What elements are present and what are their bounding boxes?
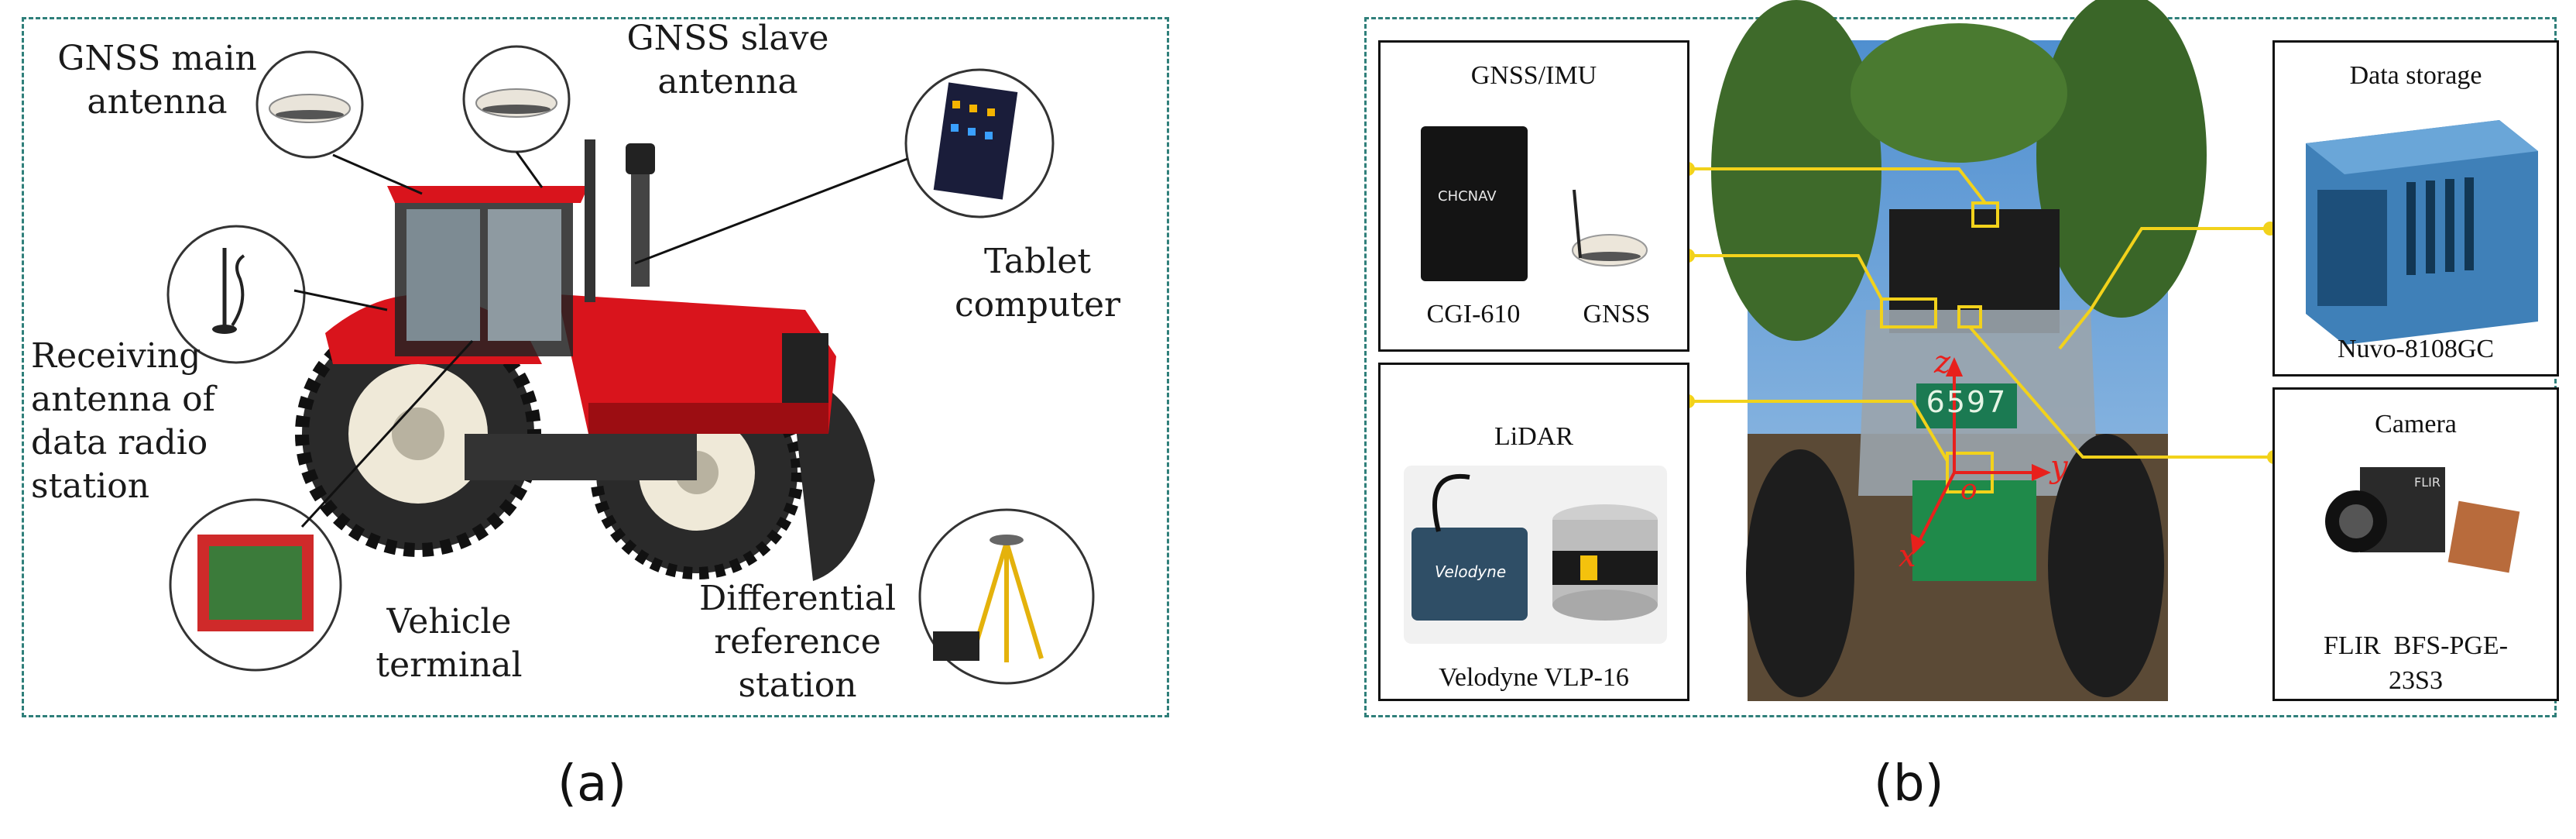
callout-gnss-slave	[462, 45, 571, 188]
label-line: data radio	[31, 423, 208, 462]
label-gnss-main-antenna: GNSS main antenna	[45, 37, 269, 124]
label-line: Tablet	[983, 242, 1092, 281]
label-line: antenna of	[31, 380, 215, 419]
flir-camera-icon	[2325, 467, 2520, 573]
box-data-storage: Data storage Nuvo-8108GC	[2272, 40, 2559, 377]
box-gnss-imu: GNSS/IMU CHCNAV CGI-610 GNSS	[1378, 40, 1689, 352]
axis-label-z: z	[1934, 345, 1951, 380]
label-line: terminal	[376, 645, 523, 685]
box-title: Camera	[2375, 410, 2457, 438]
callout-gnss-main	[256, 50, 423, 195]
lidar-device-icon	[1404, 466, 1667, 644]
callout-receiving-antenna	[166, 225, 388, 364]
label-flir-line2: 23S3	[2389, 666, 2443, 695]
panel-a-frame	[22, 17, 1169, 717]
callout-vehicle-terminal	[169, 339, 474, 672]
box-title: GNSS/IMU	[1470, 61, 1597, 90]
plate-number: 6597	[1926, 385, 2008, 419]
label-line: Receiving	[31, 336, 201, 376]
axis-label-origin: o	[1960, 474, 1977, 506]
tractor-illustration	[295, 139, 875, 581]
box-camera: Camera FLIR FLIR BFS-PGE- 23S3	[2272, 387, 2559, 701]
label-line: Differential	[698, 579, 897, 618]
label-line: reference	[714, 622, 881, 662]
label-velodyne-vlp16: Velodyne VLP-16	[1439, 663, 1629, 692]
callout-diff-reference	[918, 508, 1095, 685]
label-line: GNSS main	[57, 39, 257, 78]
axis-label-y: y	[2050, 449, 2068, 485]
box-title: Data storage	[2349, 61, 2482, 90]
label-flir-line1: FLIR BFS-PGE-	[2323, 631, 2509, 660]
label-tablet-computer: Tablet computer	[945, 240, 1130, 327]
device-brand: CHCNAV	[1438, 188, 1497, 205]
box-title: LiDAR	[1494, 422, 1573, 451]
gnss-antenna-icon	[1572, 189, 1648, 266]
label-line: Vehicle	[386, 602, 512, 641]
label-gnss-slave-antenna: GNSS slave antenna	[612, 17, 844, 104]
label-line: GNSS slave	[626, 19, 829, 58]
label-nuvo-8108gc: Nuvo-8108GC	[2337, 335, 2495, 363]
caption-a: (a)	[557, 755, 627, 813]
box-lidar: LiDAR Velodyne Velodyne VLP-16	[1378, 363, 1689, 701]
caption-b: (b)	[1874, 755, 1944, 813]
label-receiving-antenna: Receiving antenna of data radio station	[31, 335, 232, 508]
lidar-brand-box: Velodyne	[1435, 562, 1507, 581]
label-line: station	[31, 466, 150, 506]
axis-label-x: x	[1899, 538, 1916, 574]
label-gnss: GNSS	[1583, 300, 1651, 328]
label-cgi610: CGI-610	[1426, 300, 1521, 328]
marker-cgi610	[1880, 297, 1937, 328]
label-line: antenna	[657, 62, 798, 101]
label-vehicle-terminal: Vehicle terminal	[364, 600, 534, 687]
label-differential-reference-station: Differential reference station	[681, 577, 914, 707]
label-line: antenna	[87, 82, 228, 122]
camera-brand: FLIR	[2414, 475, 2441, 490]
label-line: station	[738, 665, 857, 705]
label-line: computer	[954, 285, 1121, 325]
callout-tablet	[634, 68, 1055, 265]
nuvo-computer-icon	[2306, 120, 2538, 345]
cgi610-device: CHCNAV	[1421, 126, 1528, 281]
